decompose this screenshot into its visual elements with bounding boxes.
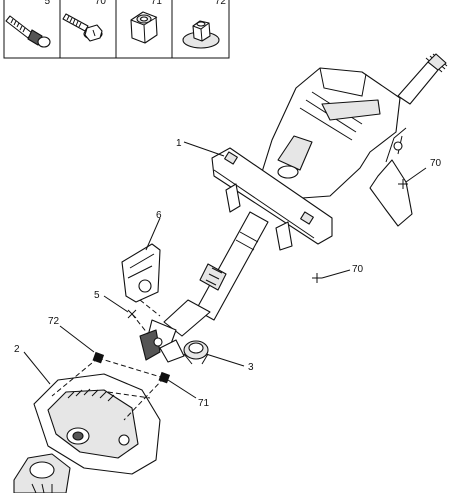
upper-shaft [397,61,439,105]
tilt-lever [369,159,413,227]
legend-cell-flange-nut: 72 [182,0,227,49]
fastener-71-marker [158,371,171,384]
fastener-70-marker [398,179,408,189]
flange-nut-icon [182,20,220,49]
spline-end [427,53,447,71]
bulkhead-seal [13,373,161,493]
fastener-70-marker [312,273,322,283]
bush-component [183,340,209,365]
callout-label: 71 [198,398,210,409]
legend-ref-label: 71 [151,0,163,7]
callout-label: 3 [248,362,254,373]
legend-ref-label: 70 [95,0,107,7]
callout-label: 70 [430,158,442,169]
universal-joint [139,319,185,363]
callout-label: 6 [156,210,162,221]
callout-label: 72 [48,316,60,327]
callout-leaders [23,141,427,399]
legend-ref-label: 5 [44,0,50,7]
screw-icon [5,15,51,48]
callout-label: 70 [352,264,364,275]
legend-cell-flanged-screw: 70 [62,0,107,42]
callout-label: 2 [14,344,20,355]
legend-cell-lock-nut: 71 [130,0,163,44]
callout-labels: 1 2 3 5 6 70 70 71 72 [14,138,442,409]
steering-column-assembly [139,53,448,363]
callout-label: 1 [176,138,182,149]
lock-nut-icon [130,11,158,44]
legend-ref-label: 72 [215,0,227,7]
flanged-screw-icon [62,13,103,42]
assembly-lines [51,299,165,421]
callout-label: 5 [94,290,100,301]
fastener-legend: 5 70 71 [3,0,230,59]
legend-cell-screw: 5 [5,0,51,48]
lock-bracket [121,243,161,303]
